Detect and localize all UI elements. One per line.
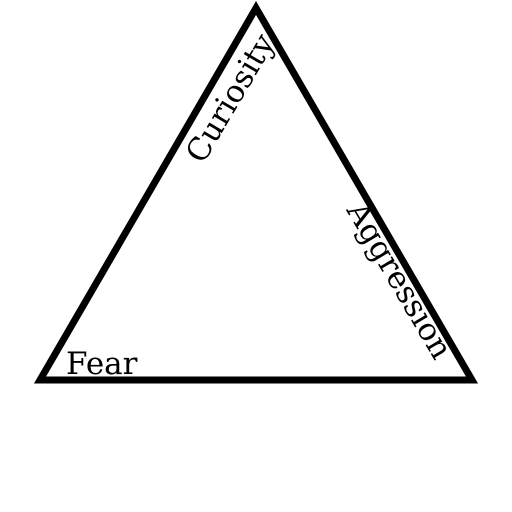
label-fear: Fear [66, 346, 138, 382]
triangle-outline [33, 1, 479, 384]
label-aggression: Aggression [339, 195, 460, 365]
